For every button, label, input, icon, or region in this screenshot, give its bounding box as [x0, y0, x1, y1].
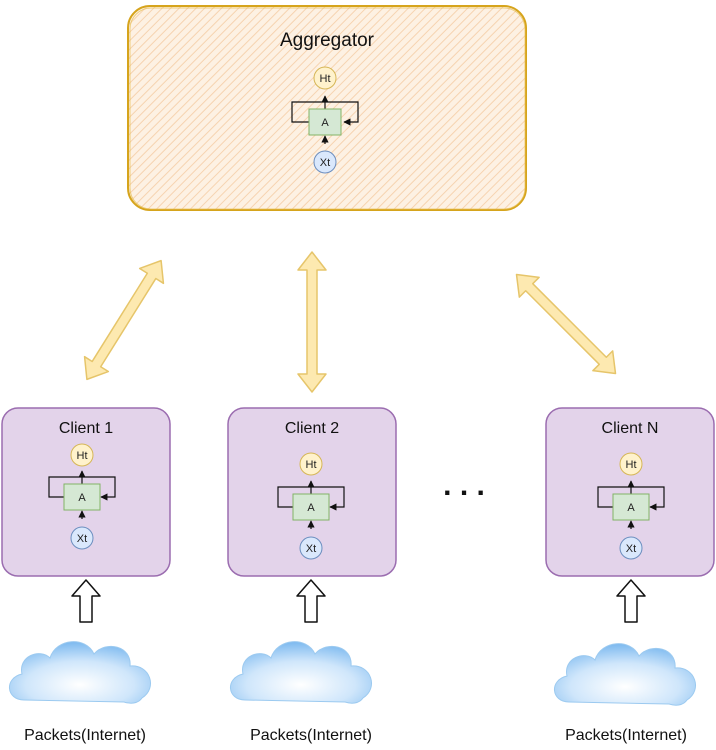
client-n-rnn-cell: A Ht Xt [598, 452, 664, 560]
aggregator-input-node [313, 150, 337, 174]
client-n-title: Client N [601, 420, 659, 437]
upload-arrow-client-1 [71, 579, 101, 623]
client-n-source-label: Packets(Internet) [565, 727, 687, 744]
client-2-title: Client 2 [284, 420, 340, 437]
upload-arrow-client-n [616, 579, 646, 623]
sync-arrow-client-n [505, 263, 627, 385]
client-1-title: Client 1 [58, 420, 114, 437]
client-2-rnn-cell: A Ht Xt [278, 452, 344, 560]
aggregator-cell-block-label: A [321, 117, 329, 129]
aggregator-output-label: Ht [320, 73, 331, 85]
client-2-output-label: Ht [306, 459, 317, 471]
client-2-cell-block-label: A [307, 502, 315, 514]
aggregator-box [127, 5, 527, 211]
sync-arrow-client-1 [74, 252, 174, 388]
client-n-input-label: Xt [626, 543, 636, 555]
internet-cloud-icon [8, 641, 152, 704]
aggregator-output-node [313, 66, 337, 90]
upload-arrow-client-2 [296, 579, 326, 623]
client-1-output-label: Ht [77, 450, 88, 462]
client-2-input-label: Xt [306, 543, 316, 555]
client-n-box [545, 407, 715, 577]
client-2-source-label: Packets(Internet) [250, 727, 372, 744]
client-1-source-label: Packets(Internet) [24, 727, 146, 744]
client-2-box [227, 407, 397, 577]
aggregator-title: Aggregator [279, 30, 374, 51]
more-clients-ellipsis: . . . [443, 469, 485, 502]
aggregator-input-label: Xt [320, 157, 330, 169]
client-1-cell-block-label: A [78, 492, 86, 504]
internet-cloud-icon [553, 643, 697, 706]
sync-arrow-client-2 [297, 251, 327, 393]
client-n-output-label: Ht [626, 459, 637, 471]
aggregator-cell-block [308, 108, 342, 136]
client-n-cell-block-label: A [627, 502, 635, 514]
client-1-rnn-cell: A Ht Xt [49, 443, 115, 550]
client-1-input-label: Xt [77, 533, 87, 545]
internet-cloud-icon [229, 641, 373, 704]
aggregator-rnn-cell: A Ht Xt [292, 66, 358, 174]
